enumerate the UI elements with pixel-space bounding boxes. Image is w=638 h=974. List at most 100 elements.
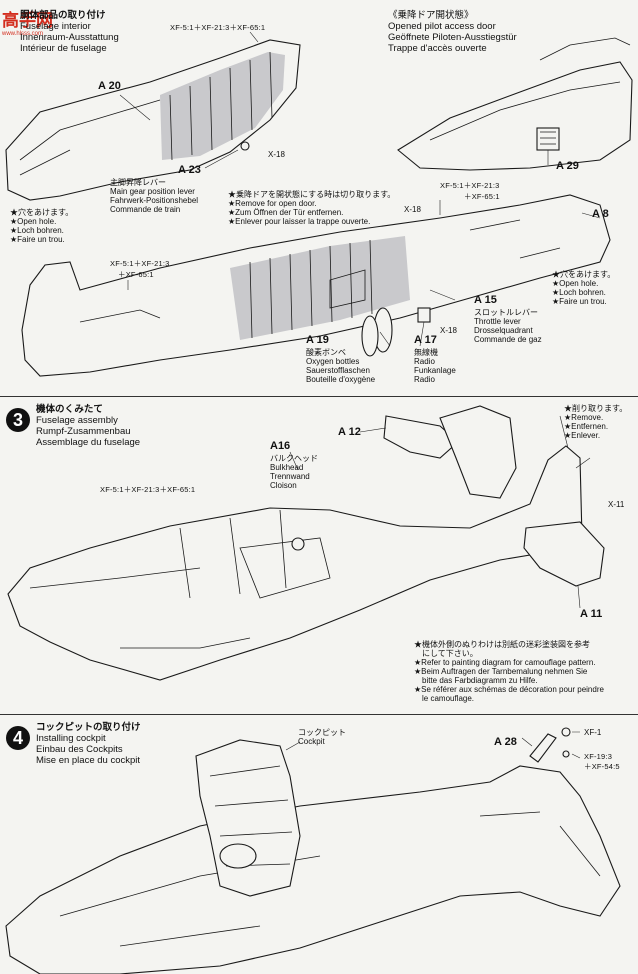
paint-mix-step4-2: ＋XF-54:5	[584, 762, 620, 771]
radio-caption: 無線機 Radio Funkanlage Radio	[414, 348, 456, 384]
xf1-paint-label: XF-1	[584, 728, 602, 737]
oxygen-fr: Bouteille d'oxygène	[306, 375, 376, 384]
remove-de: ★Entfernen.	[564, 422, 609, 431]
divider-2	[0, 714, 638, 715]
hole-left-de: ★Loch bohren.	[10, 226, 64, 235]
throttle-jp: スロットルレバー	[474, 308, 538, 317]
camouflage-note: ★機体外側のぬりわけは別紙の迷彩塗装図を参考 にして下さい。 ★Refer to…	[414, 640, 604, 703]
door-title-de: Geöffnete Piloten-Ausstiegstür	[388, 32, 517, 43]
x18-label-2: X-18	[404, 205, 421, 214]
oxygen-de: Sauerstofflaschen	[306, 366, 370, 375]
door-open-title: 《乗降ドア開状態》 Opened pilot access door Geöff…	[388, 10, 517, 54]
gear-lever-de: Fahrwerk-Positionshebel	[110, 196, 199, 205]
hole-right-en: ★Open hole.	[552, 279, 599, 288]
step3-title: 機体のくみたて Fuselage assembly Rumpf-Zusammen…	[36, 404, 140, 448]
radio-jp: 無線機	[414, 348, 438, 357]
door-title-fr: Trappe d'accès ouverte	[388, 43, 487, 54]
part-a12-label: A 12	[338, 426, 361, 438]
remove-fr: ★Enlever.	[564, 431, 601, 440]
gear-lever-en: Main gear position lever	[110, 187, 195, 196]
watermark-logo: 高手网 www.hlsss.com	[2, 6, 53, 37]
paint-mix-step3: XF-5:1＋XF-21:3＋XF-65:1	[100, 485, 196, 494]
throttle-caption: スロットルレバー Throttle lever Drosselquadrant …	[474, 308, 542, 344]
remove-note: ★削り取ります。 ★Remove. ★Entfernen. ★Enlever.	[564, 404, 627, 440]
paint-mix-step4: XF-19:3 ＋XF-54:5	[584, 752, 620, 772]
step3-title-en: Fuselage assembly	[36, 415, 118, 426]
part-a8-label: A 8	[592, 208, 609, 220]
bulkhead-de: Trennwand	[270, 472, 310, 481]
part-a20-label: A 20	[98, 80, 121, 92]
remove-jp: ★削り取ります。	[564, 404, 628, 413]
bulkhead-en: Bulkhead	[270, 463, 304, 472]
throttle-de: Drosselquadrant	[474, 326, 533, 335]
step1-title: 胴体部品の取り付け Fuselage interior Innenraum-Au…	[20, 10, 119, 54]
camo-de-2: bitte das Farbdiagramm zu Hilfe.	[422, 676, 538, 685]
door-note-jp: ★乗降ドアを開状態にする時は切り取ります。	[228, 190, 396, 199]
gear-lever-caption: 主脚昇降レバー Main gear position lever Fahrwer…	[110, 178, 198, 214]
part-a15-label: A 15	[474, 294, 497, 306]
bulkhead-jp: バルクヘッド	[270, 454, 318, 463]
throttle-en: Throttle lever	[474, 317, 521, 326]
paint-mix-left: XF-5:1＋XF-21:3 ＋XF-65:1	[110, 258, 170, 280]
watermark-url: www.hlsss.com	[2, 31, 44, 37]
step3-number: 3	[6, 408, 30, 432]
door-title-jp: 《乗降ドア開状態》	[388, 10, 474, 21]
step4-title-en: Installing cockpit	[36, 733, 106, 744]
camo-fr-1: ★Se référer aux schémas de décoration po…	[414, 685, 604, 694]
camo-de-1: ★Beim Auftragen der Tarnbemalung nehmen …	[414, 667, 588, 676]
door-note-de: ★Zum Öffnen der Tür entfernen.	[228, 208, 344, 217]
watermark-text: 高手网	[2, 11, 53, 31]
step4-title-de: Einbau des Cockpits	[36, 744, 123, 755]
door-remove-note: ★乗降ドアを開状態にする時は切り取ります。 ★Remove for open d…	[228, 190, 395, 226]
step3-title-de: Rumpf-Zusammenbau	[36, 426, 131, 437]
open-hole-note-left: ★穴をあけます。 ★Open hole. ★Loch bohren. ★Fair…	[10, 208, 73, 244]
radio-en: Radio	[414, 357, 435, 366]
radio-de: Funkanlage	[414, 366, 456, 375]
bulkhead-fr: Cloison	[270, 481, 297, 490]
part-a29-label: A 29	[556, 160, 579, 172]
paint-mix-mid-1: XF-5:1＋XF-21:3	[440, 181, 500, 190]
gear-lever-jp: 主脚昇降レバー	[110, 178, 166, 187]
camo-fr-2: le camouflage.	[422, 694, 475, 703]
hole-right-jp: ★穴をあけます。	[552, 270, 616, 279]
paint-mix-mid-2: ＋XF-65:1	[464, 192, 500, 201]
x18-label-3: X-18	[440, 326, 457, 335]
hole-left-jp: ★穴をあけます。	[10, 208, 74, 217]
part-a28-label: A 28	[494, 736, 517, 748]
camo-jp-1: ★機体外側のぬりわけは別紙の迷彩塗装図を参考	[414, 640, 590, 649]
fuselage-assembly-diagram	[7, 405, 605, 681]
fuselage-interior-diagram	[5, 31, 633, 377]
door-title-en: Opened pilot access door	[388, 21, 496, 32]
step1-title-fr: Intérieur de fuselage	[20, 43, 107, 54]
door-note-en: ★Remove for open door.	[228, 199, 317, 208]
oxygen-jp: 酸素ボンベ	[306, 348, 346, 357]
paint-mix-top: XF-5:1＋XF-21:3＋XF-65:1	[170, 23, 266, 32]
hole-right-de: ★Loch bohren.	[552, 288, 606, 297]
step3-title-jp: 機体のくみたて	[36, 404, 103, 415]
part-a19-label: A 19	[306, 334, 329, 346]
camo-en: ★Refer to painting diagram for camouflag…	[414, 658, 596, 667]
step1-title-de: Innenraum-Ausstattung	[20, 32, 119, 43]
hole-right-fr: ★Faire un trou.	[552, 297, 607, 306]
part-a11-label: A 11	[580, 608, 603, 620]
cockpit-caption: コックピット Cockpit	[298, 728, 346, 746]
part-a23-label: A 23	[178, 164, 201, 176]
paint-mix-left-2: ＋XF-65:1	[118, 270, 154, 279]
paint-mix-left-1: XF-5:1＋XF-21:3	[110, 259, 170, 268]
step1-title-jp: 胴体部品の取り付け	[20, 10, 106, 21]
x11-label: X-11	[608, 500, 625, 509]
step4-number: 4	[6, 726, 30, 750]
bulkhead-caption: バルクヘッド Bulkhead Trennwand Cloison	[270, 454, 318, 490]
radio-fr: Radio	[414, 375, 435, 384]
cockpit-en: Cockpit	[298, 737, 325, 746]
cockpit-install-diagram	[5, 727, 621, 974]
cockpit-jp: コックピット	[298, 728, 346, 737]
paint-mix-step4-1: XF-19:3	[584, 752, 613, 761]
oxygen-en: Oxygen bottles	[306, 357, 360, 366]
gear-lever-fr: Commande de train	[110, 205, 181, 214]
paint-mix-mid: XF-5:1＋XF-21:3 ＋XF-65:1	[440, 180, 500, 202]
open-hole-note-right: ★穴をあけます。 ★Open hole. ★Loch bohren. ★Fair…	[552, 270, 615, 306]
oxygen-caption: 酸素ボンベ Oxygen bottles Sauerstofflaschen B…	[306, 348, 375, 384]
x18-label-1: X-18	[268, 150, 285, 159]
hole-left-en: ★Open hole.	[10, 217, 57, 226]
